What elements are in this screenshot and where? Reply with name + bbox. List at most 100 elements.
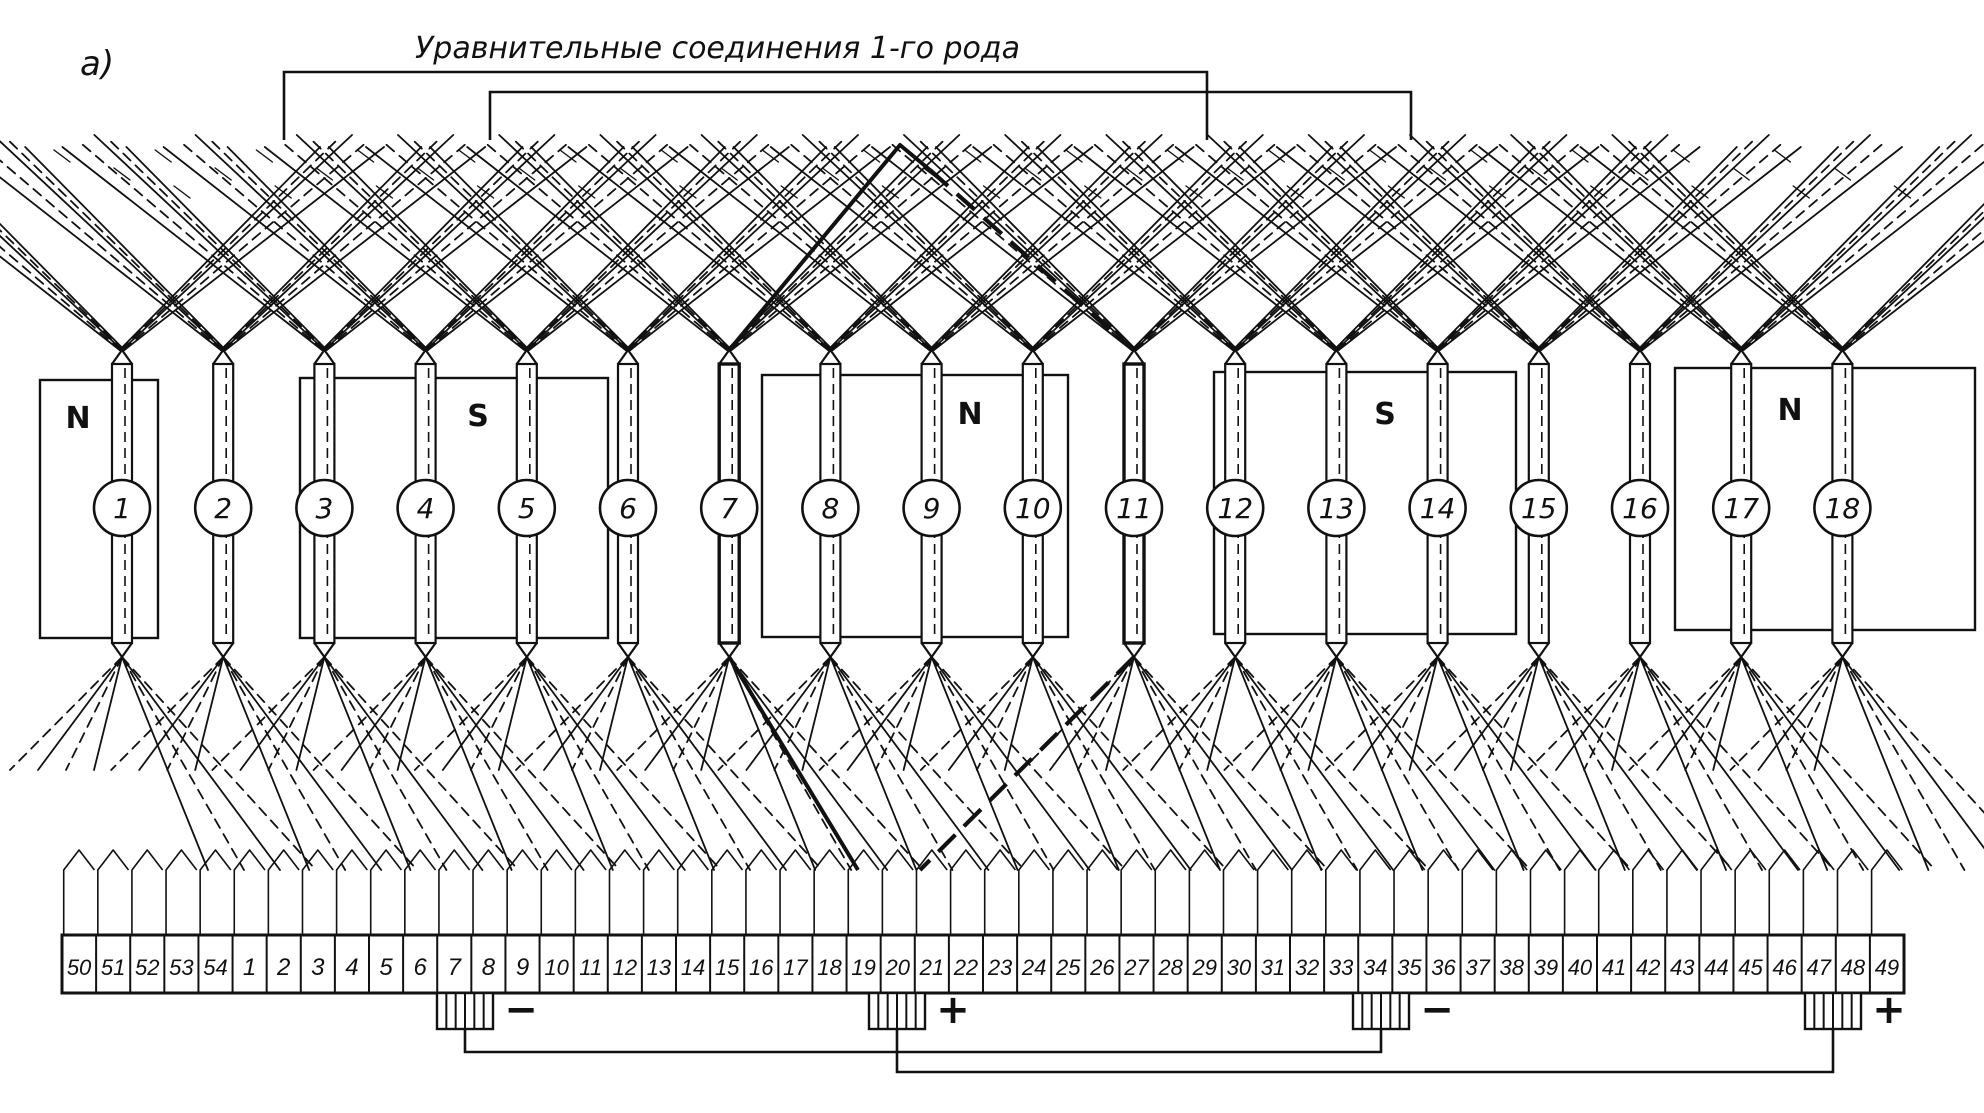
- winding-conductor: [1737, 146, 1941, 351]
- winding-conductor: [222, 656, 311, 871]
- winding-conductor: [1223, 656, 1338, 771]
- winding-conductor: [1757, 656, 1844, 771]
- winding-conductor: [498, 134, 731, 351]
- winding-conductor: [1279, 656, 1338, 771]
- commutator-segment-label: 46: [1772, 955, 1797, 980]
- slot-bottom-tip: [1021, 642, 1044, 659]
- winding-conductor: [1461, 849, 1494, 871]
- winding-conductor: [1291, 140, 1539, 351]
- winding-conductor: [0, 176, 222, 351]
- commutator-segment-label: 23: [987, 955, 1013, 980]
- winding-conductor: [1841, 656, 1984, 814]
- winding-conductor: [525, 656, 614, 871]
- slot-bottom-tip: [617, 642, 639, 659]
- winding-conductor: [1792, 185, 1810, 199]
- winding-conductor: [61, 146, 323, 351]
- winding-conductor: [1307, 134, 1540, 351]
- winding-conductor: [1122, 656, 1237, 771]
- slot: 18: [1813, 348, 1872, 659]
- slot-number: 13: [1319, 492, 1355, 525]
- winding-conductor: [1428, 167, 1447, 181]
- slot-top-tip: [414, 348, 437, 365]
- winding-conductor: [1335, 656, 1532, 871]
- winding-conductor: [424, 656, 585, 871]
- winding-conductor: [221, 140, 439, 351]
- slot: 11: [1104, 348, 1164, 659]
- winding-conductor: [1166, 149, 1184, 163]
- commutator-segment-label: 16: [749, 955, 774, 980]
- winding-conductor: [530, 146, 733, 351]
- winding-conductor: [497, 656, 528, 771]
- winding-conductor: [1712, 656, 1743, 771]
- winding-conductor: [154, 149, 172, 163]
- winding-conductor: [1049, 656, 1135, 771]
- slot-number-circle: [1205, 478, 1265, 538]
- slot-number: 6: [619, 492, 637, 525]
- winding-conductor: [506, 849, 539, 871]
- winding-conductor: [1843, 240, 1984, 351]
- winding-conductor: [8, 140, 226, 351]
- winding-conductor: [1740, 656, 1829, 871]
- winding-conductor: [928, 146, 1131, 351]
- slot-bottom-tip: [1831, 642, 1854, 659]
- winding-conductor: [527, 140, 774, 351]
- winding-conductor: [1734, 849, 1767, 871]
- winding-conductor: [1233, 140, 1451, 351]
- winding-conductor: [1535, 146, 1738, 351]
- winding-conductor: [1036, 146, 1239, 351]
- winding-conductor: [441, 656, 528, 771]
- winding-conductor: [131, 849, 164, 871]
- winding-conductor: [1226, 167, 1244, 181]
- winding-conductor: [644, 656, 731, 771]
- winding-conductor: [871, 146, 1133, 351]
- winding-conductor: [628, 140, 875, 351]
- winding-conductor: [1537, 656, 1734, 871]
- slot: 10: [1003, 348, 1063, 659]
- winding-conductor: [121, 656, 245, 871]
- winding-conductor: [1672, 149, 1690, 163]
- winding-conductor: [1436, 656, 1525, 871]
- slot-number-circle: [295, 478, 354, 538]
- winding-conductor: [515, 656, 629, 771]
- commutator-segment-label: 37: [1465, 955, 1490, 980]
- winding-conductor: [1234, 656, 1323, 871]
- commutator-segment-label: 12: [613, 955, 637, 980]
- winding-conductor: [1627, 140, 1845, 351]
- winding-conductor: [1542, 146, 1745, 351]
- winding-conductor: [881, 185, 900, 199]
- winding-conductor: [1434, 146, 1637, 351]
- winding-conductor: [616, 656, 731, 771]
- winding-conductor: [121, 656, 317, 871]
- winding-conductor: [1084, 185, 1102, 199]
- winding-conductor: [559, 149, 577, 163]
- winding-conductor: [1033, 140, 1280, 351]
- winding-conductor: [63, 849, 96, 871]
- winding-conductor: [1238, 146, 1441, 351]
- pole-label: N: [957, 397, 982, 432]
- winding-conductor: [1893, 185, 1912, 199]
- winding-conductor: [629, 146, 891, 351]
- commutator-segment-label: 47: [1806, 955, 1831, 980]
- winding-conductor: [1478, 146, 1740, 351]
- winding-conductor: [1571, 149, 1589, 163]
- winding-conductor: [1052, 849, 1085, 871]
- winding-conductor: [1359, 849, 1392, 871]
- winding-conductor: [1089, 140, 1337, 351]
- slot-top-tip: [1123, 348, 1145, 365]
- slot-top-tip: [111, 348, 133, 365]
- winding-conductor: [1732, 167, 1750, 181]
- slot-number: 18: [1825, 492, 1861, 525]
- winding-conductor: [110, 656, 225, 771]
- winding-conductor: [1537, 134, 1770, 351]
- winding-conductor: [1537, 656, 1698, 871]
- commutator-segment-label: 19: [851, 955, 875, 980]
- slot-bottom-tip: [1629, 642, 1651, 659]
- winding-conductor: [1494, 140, 1741, 351]
- slot-number: 5: [518, 492, 536, 525]
- winding-conductor: [279, 140, 527, 351]
- winding-conductor: [949, 849, 982, 871]
- winding-conductor: [1425, 140, 1643, 351]
- winding-conductor: [0, 255, 121, 351]
- slot: 16: [1610, 348, 1670, 659]
- winding-conductor: [97, 849, 130, 871]
